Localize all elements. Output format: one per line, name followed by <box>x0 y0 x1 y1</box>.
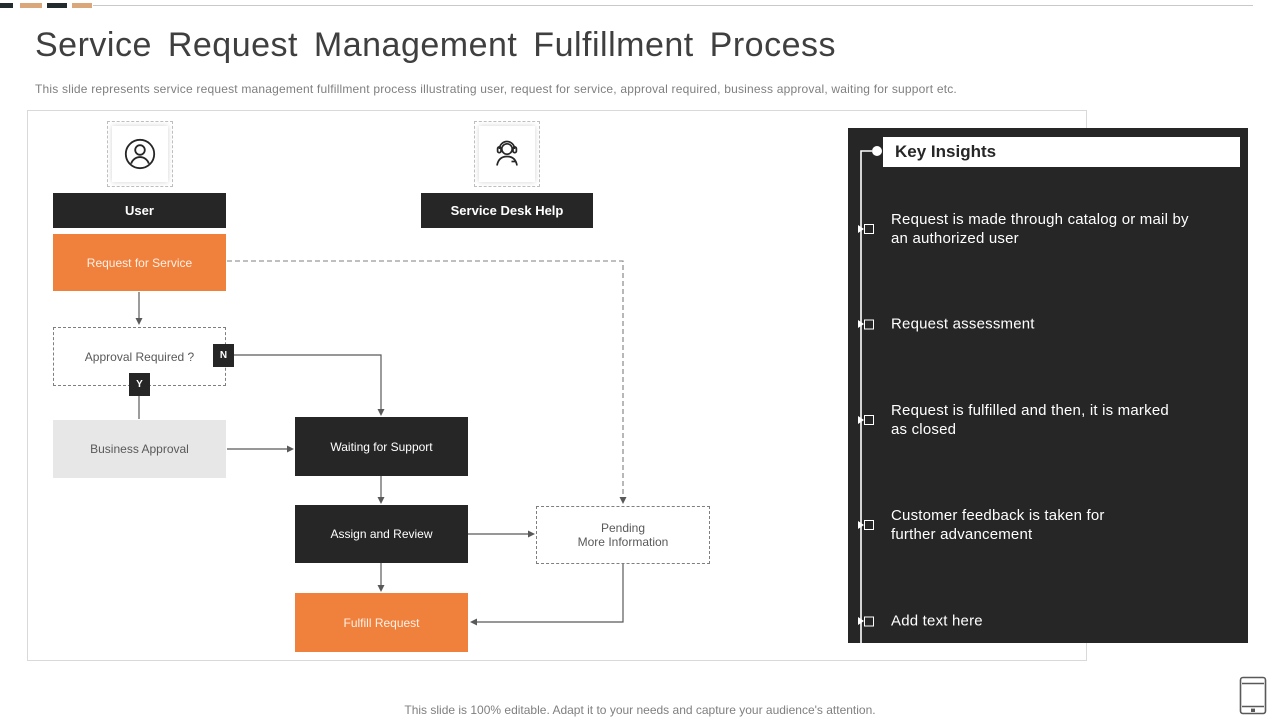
node-assign-and-review[interactable]: Assign and Review <box>295 505 468 563</box>
headset-agent-icon <box>479 126 535 182</box>
decision-yes-label: Y <box>136 379 143 390</box>
key-insight-item[interactable]: Add text here <box>864 612 1224 631</box>
decision-yes-badge[interactable]: Y <box>129 373 150 396</box>
key-insight-item[interactable]: Customer feedback is taken for further a… <box>864 506 1224 544</box>
actor-service-desk-label: Service Desk Help <box>450 203 564 218</box>
node-label: Request for Service <box>86 255 193 270</box>
key-insight-text: Request assessment <box>891 315 1035 333</box>
key-insight-item[interactable]: Request is made through catalog or mail … <box>864 210 1224 248</box>
node-business-approval[interactable]: Business Approval <box>53 420 226 478</box>
actor-service-desk[interactable]: Service Desk Help <box>421 193 593 228</box>
key-insight-item[interactable]: Request assessment <box>864 315 1224 334</box>
deco-dash-dark <box>0 3 13 8</box>
page-subtitle: This slide represents service request ma… <box>35 82 957 96</box>
key-insight-text: Add text here <box>891 612 983 630</box>
node-fulfill-request[interactable]: Fulfill Request <box>295 593 468 652</box>
actor-user[interactable]: User <box>53 193 226 228</box>
key-insight-text: Request is made through catalog or mail … <box>891 211 1189 247</box>
editable-note: This slide is 100% editable. Adapt it to… <box>404 703 876 717</box>
node-waiting-for-support[interactable]: Waiting for Support <box>295 417 468 476</box>
node-label: Assign and Review <box>330 527 433 541</box>
node-label-line1: Pending <box>600 521 646 535</box>
smartphone-icon <box>1239 676 1267 720</box>
node-request-for-service[interactable]: Request for Service <box>53 234 226 291</box>
deco-hairline <box>93 5 1253 6</box>
node-approval-required[interactable]: Approval Required ? <box>53 327 226 386</box>
square-bullet-icon <box>864 319 874 329</box>
actor-user-label: User <box>125 203 154 218</box>
node-label: Waiting for Support <box>330 439 433 454</box>
square-bullet-icon <box>864 224 874 234</box>
user-icon <box>112 126 168 182</box>
service-desk-icon-frame <box>474 121 540 187</box>
square-bullet-icon <box>864 520 874 530</box>
key-insight-item[interactable]: Request is fulfilled and then, it is mar… <box>864 401 1224 439</box>
key-insights-title: Key Insights <box>895 142 997 161</box>
decision-no-badge[interactable]: N <box>213 344 234 367</box>
node-label-line2: More Information <box>577 535 669 549</box>
node-label: Business Approval <box>90 442 189 456</box>
deco-dash-tan <box>72 3 92 8</box>
square-bullet-icon <box>864 616 874 626</box>
deco-dash-tan <box>20 3 42 8</box>
decision-no-label: N <box>219 350 228 361</box>
page-title: Service Request Management Fulfillment P… <box>35 26 836 64</box>
key-insights-header: Key Insights <box>883 137 1240 167</box>
key-insights-panel: Key Insights Request is made through cat… <box>848 128 1248 643</box>
key-insight-text: Request is fulfilled and then, it is mar… <box>891 402 1169 438</box>
deco-dash-dark <box>47 3 67 8</box>
key-insight-text: Customer feedback is taken for further a… <box>891 507 1105 543</box>
node-label: Approval Required ? <box>84 349 195 364</box>
user-icon-frame <box>107 121 173 187</box>
node-pending-more-information[interactable]: Pending More Information <box>536 506 710 564</box>
square-bullet-icon <box>864 415 874 425</box>
node-label: Fulfill Request <box>343 615 420 630</box>
